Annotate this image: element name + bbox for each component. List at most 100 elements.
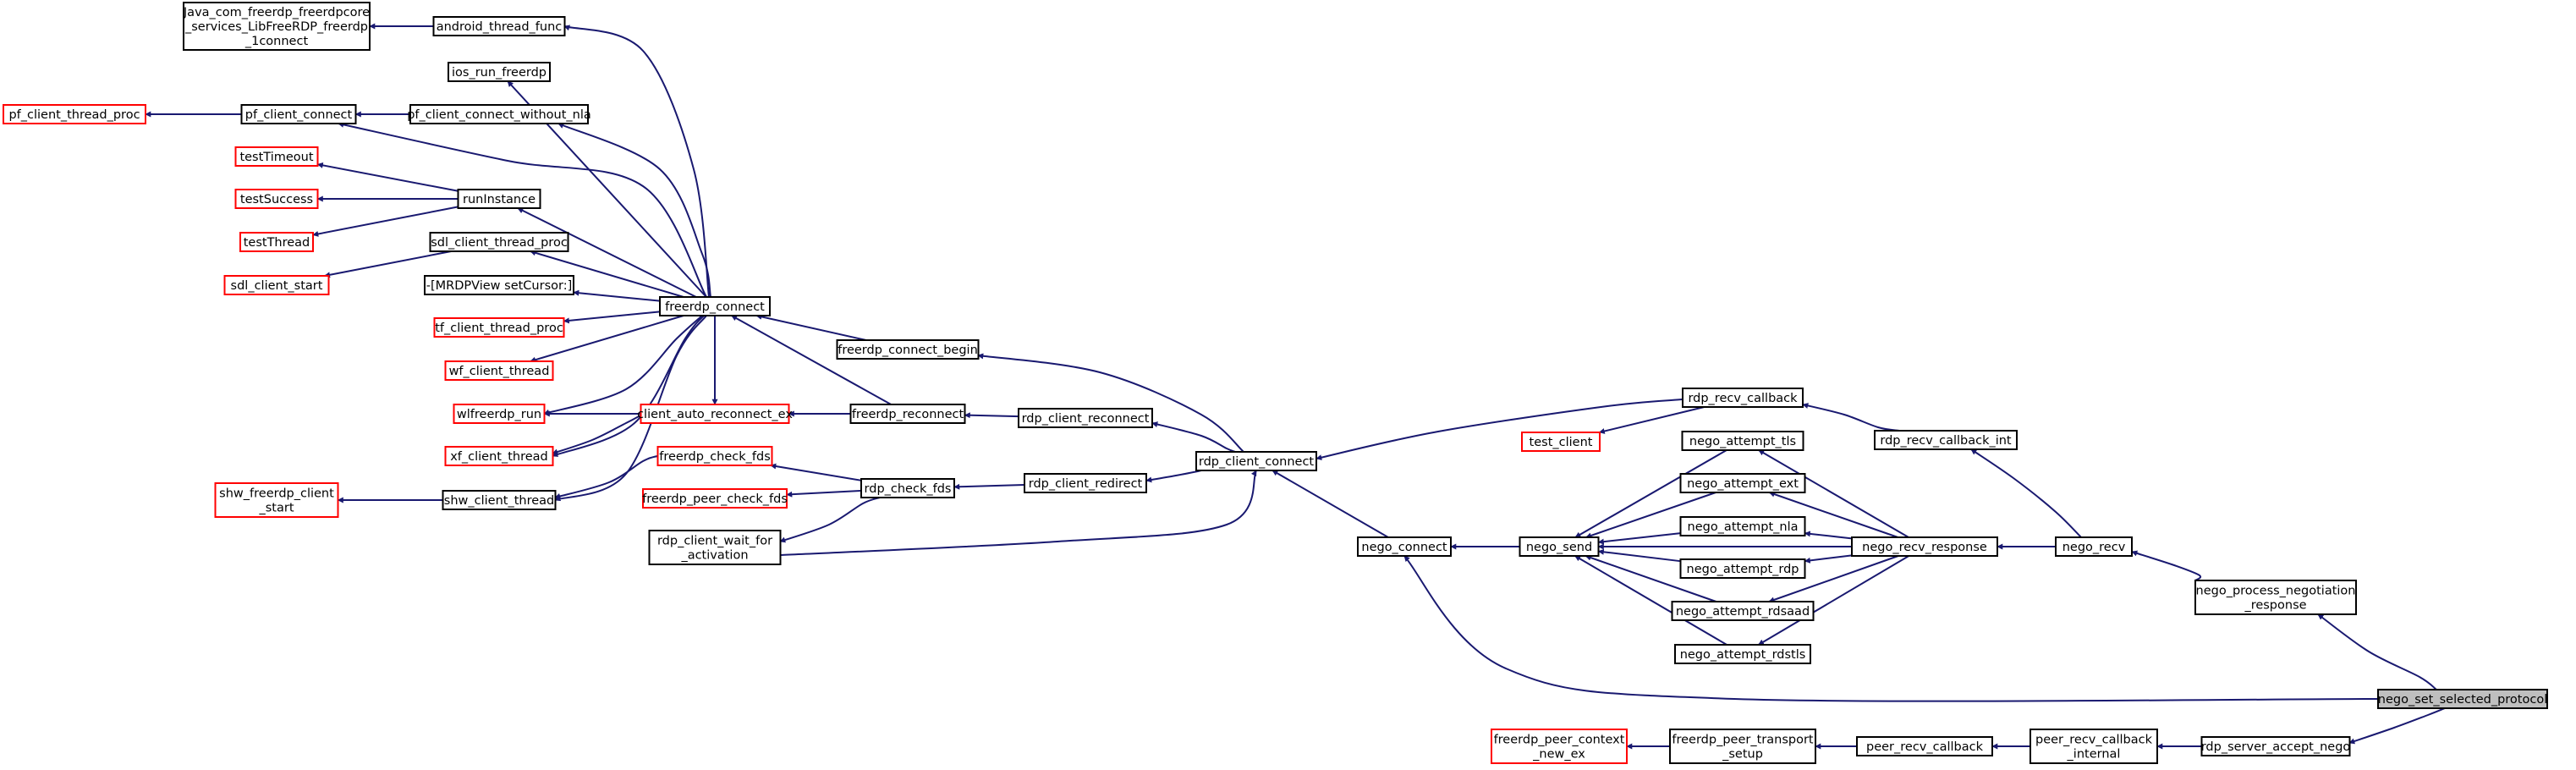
node-pf_thread[interactable]: pf_client_thread_proc: [3, 104, 146, 124]
node-label-java-2: _1connect: [244, 35, 309, 48]
node-sdl_start[interactable]: sdl_client_start: [223, 275, 330, 295]
node-label-att_nla-0: nego_attempt_nla: [1688, 520, 1799, 534]
edge-wf_thread-to-freerdp_connect: [530, 315, 684, 363]
node-auto_reconnect[interactable]: client_auto_reconnect_ex: [637, 404, 793, 424]
node-label-pf_connect_nonla-0: pf_client_connect_without_nla: [407, 108, 591, 122]
edge-tf_thread-to-freerdp_connect: [563, 311, 661, 324]
node-label-recv_callback_int-0: rdp_recv_callback_int: [1880, 434, 2012, 448]
node-testThread[interactable]: testThread: [239, 232, 314, 252]
node-label-peer_check_fds-0: freerdp_peer_check_fds: [642, 492, 788, 506]
node-sdl_thread[interactable]: sdl_client_thread_proc: [429, 232, 569, 252]
node-peer_recv_int[interactable]: peer_recv_callback_internal: [2029, 729, 2158, 764]
node-selected[interactable]: nego_set_selected_protocol: [2377, 689, 2548, 709]
node-xf_thread[interactable]: xf_client_thread: [444, 446, 554, 466]
node-label-test_client-0: test_client: [1530, 436, 1593, 449]
edge-recv_callback-to-recv_callback_int: [1802, 403, 1900, 432]
edge-layer: [145, 23, 2446, 750]
edge-reconnect-to-client_reconnect: [964, 412, 1019, 419]
node-att_rdsaad[interactable]: nego_attempt_rdsaad: [1671, 601, 1815, 621]
node-wlf_run[interactable]: wlfreerdp_run: [453, 404, 546, 424]
node-box-pf_thread: [3, 104, 146, 124]
edge-att_nla-to-recv_response: [1804, 531, 1853, 540]
node-check_fds[interactable]: freerdp_check_fds: [656, 446, 773, 466]
node-android[interactable]: android_thread_func: [432, 16, 566, 36]
node-process_neg[interactable]: nego_process_negotiation_response: [2194, 580, 2357, 615]
node-freerdp_connect[interactable]: freerdp_connect: [659, 296, 771, 316]
node-pf_connect_nonla[interactable]: pf_client_connect_without_nla: [407, 104, 591, 124]
edge-xf_thread-to-auto_reconnect: [552, 415, 641, 455]
node-ios[interactable]: ios_run_freerdp: [448, 62, 551, 82]
node-client_redirect[interactable]: rdp_client_redirect: [1024, 473, 1147, 493]
edge-shw_thread-to-freerdp_connect: [554, 315, 707, 502]
node-label-peer_ctx_new-1: _new_ex: [1532, 748, 1585, 762]
node-box-att_rdp: [1679, 558, 1806, 579]
node-wf_thread[interactable]: wf_client_thread: [444, 360, 554, 381]
node-label-runInstance-0: runInstance: [463, 193, 536, 206]
node-label-connect_begin-0: freerdp_connect_begin: [838, 344, 978, 357]
node-shw_thread[interactable]: shw_client_thread: [442, 490, 557, 510]
node-att_nla[interactable]: nego_attempt_nla: [1679, 516, 1806, 536]
node-label-nego_recv-0: nego_recv: [2062, 541, 2126, 554]
edge-client_connect-to-wait_activation: [780, 470, 1257, 556]
node-label-peer_transport-0: freerdp_peer_transport: [1672, 734, 1814, 747]
node-client_reconnect[interactable]: rdp_client_reconnect: [1018, 408, 1153, 428]
edge-testTimeout-to-runInstance: [316, 162, 459, 192]
node-peer_recv_cb[interactable]: peer_recv_callback: [1856, 736, 1993, 756]
edge-nego_connect-to-selected: [1403, 555, 2379, 702]
node-testSuccess[interactable]: testSuccess: [234, 189, 319, 209]
node-recv_callback[interactable]: rdp_recv_callback: [1682, 388, 1804, 408]
node-box-att_nla: [1679, 516, 1806, 536]
node-box-pf_connect: [240, 104, 357, 124]
node-peer_transport[interactable]: freerdp_peer_transport_setup: [1669, 729, 1816, 764]
node-nego_send[interactable]: nego_send: [1519, 536, 1600, 557]
node-att_ext[interactable]: nego_attempt_ext: [1679, 473, 1806, 493]
node-client_connect[interactable]: rdp_client_connect: [1195, 451, 1317, 471]
node-connect_begin[interactable]: freerdp_connect_begin: [836, 339, 980, 360]
node-java[interactable]: Java_com_freerdp_freerdpcore_services_Li…: [183, 2, 371, 51]
node-att_rdp[interactable]: nego_attempt_rdp: [1679, 558, 1806, 579]
edge-freerdp_connect-to-connect_begin: [755, 313, 867, 341]
edge-nego_send-to-att_ext: [1585, 492, 1716, 539]
node-label-freerdp_connect-0: freerdp_connect: [665, 300, 765, 314]
node-box-tf_thread: [433, 317, 565, 338]
edge-connect_begin-to-client_connect: [977, 353, 1244, 453]
node-nego_recv[interactable]: nego_recv: [2055, 536, 2133, 557]
edge-nego_send-to-att_tls: [1574, 449, 1727, 538]
node-testTimeout[interactable]: testTimeout: [234, 146, 319, 167]
node-box-testTimeout: [234, 146, 319, 167]
node-server_accept[interactable]: rdp_server_accept_nego: [2200, 736, 2351, 756]
node-label-java-1: _services_LibFreeRDP_freerdp: [184, 20, 368, 34]
node-wait_activation[interactable]: rdp_client_wait_for_activation: [648, 530, 782, 565]
node-nego_connect[interactable]: nego_connect: [1357, 536, 1452, 557]
node-box-att_tls: [1681, 431, 1804, 451]
edge-nego_send-to-att_rdsaad: [1585, 554, 1716, 602]
node-pf_connect[interactable]: pf_client_connect: [240, 104, 357, 124]
edge-shw_thread-to-check_fds: [554, 455, 658, 499]
node-box-server_accept: [2200, 736, 2351, 756]
node-att_rdstls[interactable]: nego_attempt_rdstls: [1674, 644, 1811, 664]
node-box-xf_thread: [444, 446, 554, 466]
node-runInstance[interactable]: runInstance: [457, 189, 541, 209]
node-box-ios: [448, 62, 551, 82]
node-mrdp[interactable]: -[MRDPView setCursor:]: [424, 275, 574, 295]
edge-client_redirect-to-client_connect: [1145, 469, 1203, 483]
node-peer_check_fds[interactable]: freerdp_peer_check_fds: [642, 488, 788, 509]
node-reconnect[interactable]: freerdp_reconnect: [849, 404, 966, 424]
node-recv_response[interactable]: nego_recv_response: [1851, 536, 1998, 557]
node-peer_ctx_new[interactable]: freerdp_peer_context_new_ex: [1491, 729, 1628, 764]
node-box-java: [183, 2, 371, 51]
node-box-att_rdstls: [1674, 644, 1811, 664]
node-test_client[interactable]: test_client: [1521, 432, 1601, 452]
node-att_tls[interactable]: nego_attempt_tls: [1681, 431, 1804, 451]
node-shw_start[interactable]: shw_freerdp_client_start: [214, 482, 339, 518]
edge-recv_callback_int-to-nego_recv: [1970, 448, 2082, 538]
node-label-mrdp-0: -[MRDPView setCursor:]: [426, 279, 573, 293]
edge-xf_thread-to-freerdp_connect: [552, 315, 705, 457]
node-label-server_accept-0: rdp_server_accept_nego: [2201, 740, 2351, 754]
edge-nego_send-to-att_nla: [1597, 532, 1681, 545]
node-rdp_check_fds[interactable]: rdp_check_fds: [860, 478, 955, 498]
node-box-nego_recv: [2055, 536, 2133, 557]
node-box-recv_callback_int: [1874, 430, 2018, 450]
node-tf_thread[interactable]: tf_client_thread_proc: [433, 317, 565, 338]
node-recv_callback_int[interactable]: rdp_recv_callback_int: [1874, 430, 2018, 450]
